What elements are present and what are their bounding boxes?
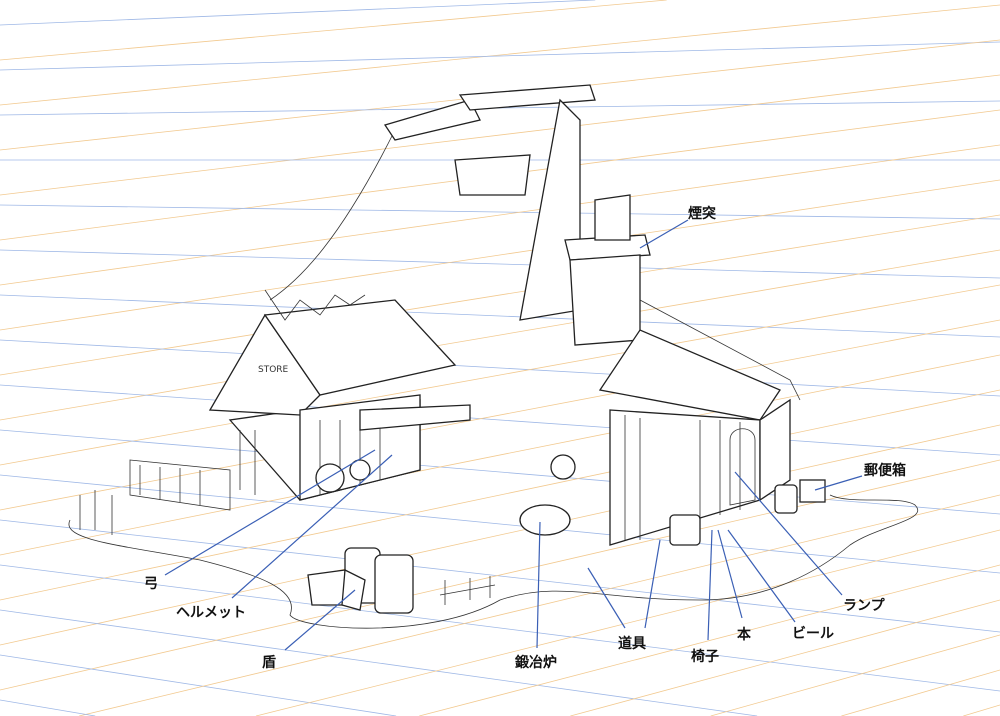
guide-line-orange [0, 319, 1000, 511]
guide-line-orange [79, 494, 1000, 716]
guide-line-blue [0, 429, 1000, 515]
banner-arm [264, 84, 596, 321]
leader-lines [164, 219, 863, 651]
guide-line-blue [0, 699, 96, 716]
guide-line-orange [419, 564, 1000, 716]
props [79, 454, 826, 614]
label-bow: 弓 [144, 576, 158, 592]
guide-line-blue [0, 654, 397, 716]
guide-line-blue [0, 0, 596, 26]
guide-line-orange [841, 669, 1000, 716]
guide-line-orange [963, 704, 1000, 716]
label-mailbox: 郵便箱 [864, 463, 906, 479]
leader-book [717, 529, 743, 619]
guide-line-orange [0, 249, 1000, 421]
guide-line-orange [0, 214, 1000, 376]
guide-line-orange [255, 529, 1000, 716]
guide-line-blue [0, 204, 1000, 220]
guide-line-orange [710, 634, 1000, 716]
forge-building [519, 98, 801, 546]
leader-tools-2 [644, 539, 661, 629]
leader-mailbox [814, 475, 863, 491]
guide-line-orange [0, 459, 1000, 691]
leader-chair [707, 529, 713, 641]
guide-line-orange [0, 4, 1000, 106]
label-book: 本 [737, 627, 751, 643]
guide-line-blue [0, 294, 1000, 338]
leader-helmet [231, 454, 393, 599]
guide-line-orange [570, 599, 1000, 716]
guide-line-blue [0, 609, 758, 716]
label-forge: 鍛冶炉 [515, 655, 557, 671]
leader-beer [727, 529, 796, 623]
leader-chimney [639, 219, 689, 249]
guide-line-blue [0, 384, 1000, 456]
label-beer: ビール [792, 626, 834, 642]
label-helmet: ヘルメット [176, 605, 246, 621]
guide-line-orange [0, 179, 1000, 331]
guide-line-blue [0, 474, 1000, 574]
label-lamp: ランプ [843, 598, 885, 614]
guide-line-blue [0, 249, 1000, 279]
guide-line-orange [0, 389, 1000, 601]
guide-line-blue [0, 564, 1000, 692]
label-tools: 道具 [618, 636, 646, 652]
label-chair: 椅子 [691, 649, 719, 665]
guide-line-blue [0, 339, 1000, 397]
leader-bow [164, 449, 376, 576]
guide-line-orange [0, 0, 667, 61]
leader-shield [284, 589, 356, 651]
guide-line-orange [0, 354, 1000, 556]
ground-outline [68, 494, 918, 629]
label-chimney: 煙突 [688, 206, 716, 222]
store-sign: STORE [258, 365, 289, 375]
store-building: STORE [129, 299, 471, 511]
guide-line-blue [0, 519, 1000, 633]
leader-lamp [734, 471, 843, 596]
guide-line-orange [0, 74, 1000, 196]
guide-line-orange [0, 144, 1000, 286]
guide-line-orange [0, 424, 1000, 646]
leader-tools-1 [587, 567, 626, 629]
guide-line-blue [0, 41, 1000, 71]
leader-forge [536, 521, 541, 649]
guide-line-orange [0, 284, 1000, 466]
label-shield: 盾 [262, 655, 276, 671]
